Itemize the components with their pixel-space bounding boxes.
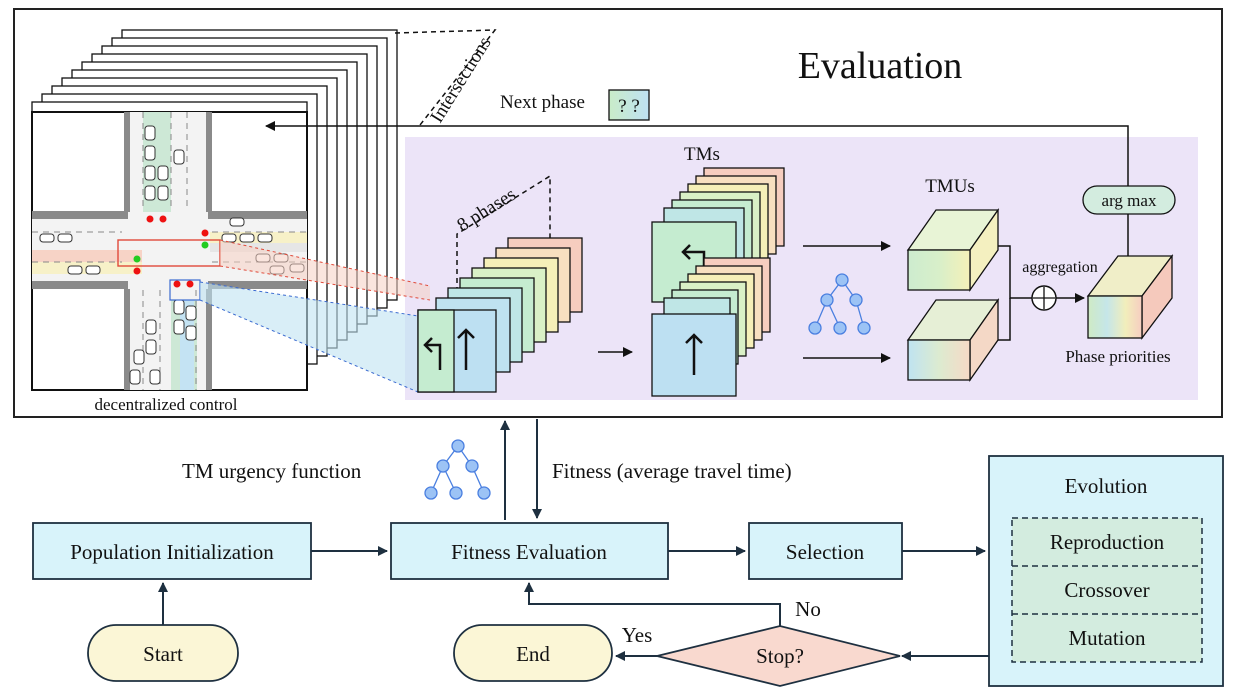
aggregation-label: aggregation	[1022, 259, 1098, 276]
end-terminal[interactable]	[453, 624, 613, 682]
end-label: End	[516, 642, 550, 666]
tmus-label: TMUs	[925, 176, 975, 197]
tree-icon	[808, 273, 871, 335]
fitness-label: Fitness (average travel time)	[552, 459, 792, 483]
phase-stack	[417, 237, 583, 393]
argmax-label: arg max	[1102, 191, 1157, 210]
population-init-box[interactable]	[32, 522, 312, 580]
phases-bracket	[456, 174, 551, 292]
fitness-eval-box[interactable]	[390, 522, 669, 580]
decentralized-control-label: decentralized control	[94, 395, 237, 414]
next-phase-box	[608, 89, 650, 121]
stop-decision[interactable]	[656, 625, 901, 687]
mutation-label[interactable]: Mutation	[1069, 626, 1146, 650]
evaluation-title: Evaluation	[798, 45, 963, 87]
phase-priorities-bar	[1086, 254, 1174, 340]
stop-label: Stop?	[756, 644, 804, 668]
next-phase-label: Next phase	[500, 92, 585, 113]
projection-red	[220, 240, 430, 300]
evolution-ops	[1011, 517, 1203, 663]
population-init-label: Population Initialization	[70, 540, 274, 564]
tms-label: TMs	[684, 144, 720, 165]
no-label: No	[795, 597, 821, 621]
selection-box[interactable]	[748, 522, 903, 580]
start-label: Start	[143, 642, 183, 666]
tm-urgency-label: TM urgency function	[182, 459, 362, 483]
tm-stack	[651, 167, 785, 397]
projection-blue	[200, 282, 418, 392]
phase-priorities-label: Phase priorities	[1065, 347, 1170, 366]
next-phase-symbol: ? ?	[618, 96, 640, 117]
yes-label: Yes	[622, 623, 653, 647]
tree-icon-flow	[424, 439, 491, 500]
tmu-top	[906, 207, 1000, 293]
fitness-eval-label: Fitness Evaluation	[451, 540, 607, 564]
evolution-title: Evolution	[1065, 474, 1148, 498]
reproduction-label[interactable]: Reproduction	[1050, 530, 1165, 554]
tmu-bottom	[906, 297, 1000, 383]
crossover-label[interactable]: Crossover	[1064, 578, 1149, 602]
intersections-bracket	[394, 29, 497, 126]
selection-label: Selection	[786, 540, 865, 564]
argmax-box	[1082, 185, 1176, 215]
next-phase-arrow	[265, 121, 1129, 190]
